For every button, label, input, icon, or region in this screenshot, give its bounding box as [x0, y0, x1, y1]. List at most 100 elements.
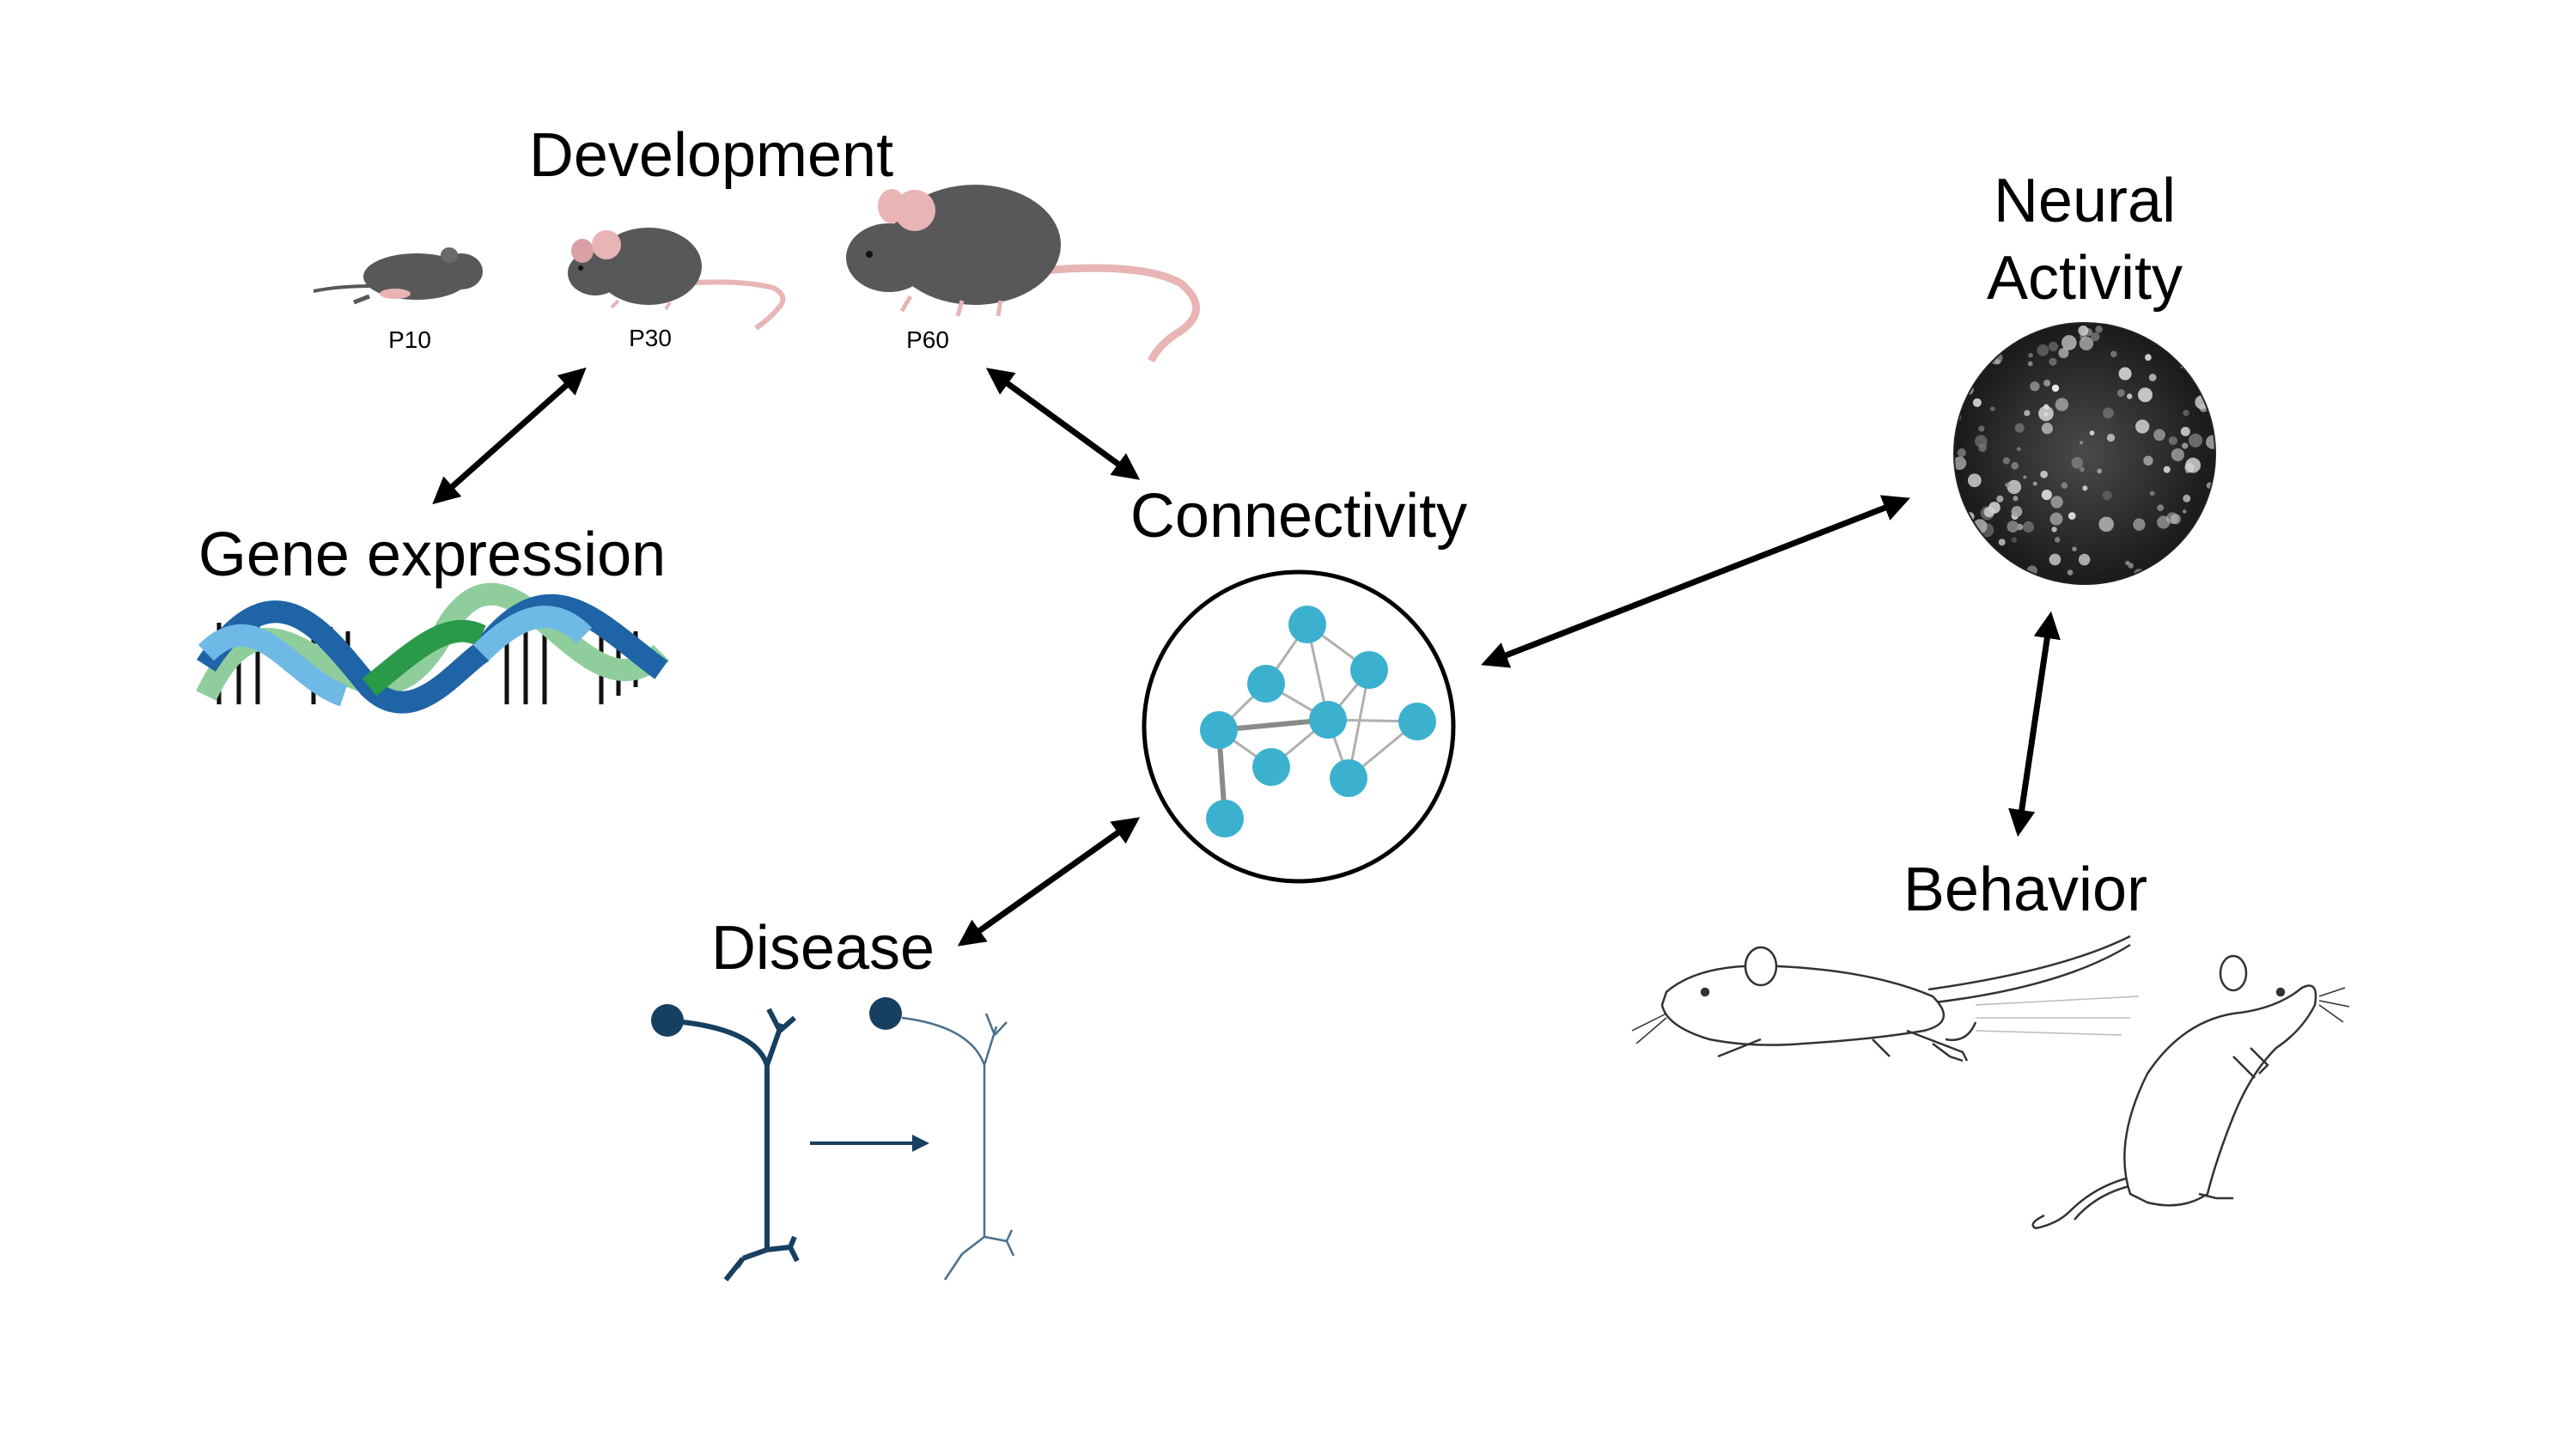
micrograph-cell: [1978, 425, 1985, 432]
mouse-p10-icon: [313, 247, 483, 305]
micrograph-cell: [2180, 426, 2190, 436]
age-label-p10: P10: [388, 326, 431, 353]
micrograph-cell: [1954, 353, 1962, 361]
arrow-disease-connectivity: [957, 817, 1141, 947]
micrograph-cell: [2050, 496, 2063, 508]
micrograph-cell: [2022, 521, 2035, 533]
micrograph-cell: [2106, 433, 2116, 442]
micrograph-cell: [2032, 481, 2037, 486]
micrograph-cell: [2148, 374, 2157, 381]
micrograph-cell: [2171, 447, 2184, 462]
neural-activity-label-line1: Neural: [1994, 167, 2176, 235]
micrograph-cell: [2067, 512, 2076, 520]
micrograph-cell: [2041, 423, 2053, 435]
micrograph-cell: [2080, 441, 2084, 445]
micrograph-cell: [1989, 575, 1994, 580]
micrograph-cell: [2071, 457, 2084, 469]
micrograph-cell: [2184, 462, 2195, 473]
arrow-development-gene-expression: [432, 367, 587, 505]
mouse-rearing-icon: [2031, 954, 2350, 1230]
micrograph-cell: [2133, 518, 2146, 531]
neuron-healthy-icon: [651, 1004, 800, 1282]
neural-activity-micrograph-icon: [1953, 322, 2216, 585]
micrograph-cell: [2011, 537, 2018, 543]
micrograph-cell: [2028, 352, 2033, 358]
age-label-p30: P30: [629, 325, 672, 351]
micrograph-cell: [2199, 524, 2214, 539]
disease-label: Disease: [711, 914, 935, 983]
mouse-p30-icon: [568, 228, 786, 331]
micrograph-cell: [2013, 496, 2019, 502]
micrograph-cell: [2023, 475, 2027, 479]
micrograph-cell: [1990, 342, 2002, 353]
micrograph-cell: [2098, 516, 2114, 533]
micrograph-cell: [1967, 473, 1982, 488]
micrograph-cell: [1954, 456, 1967, 471]
mouse-running-icon: [1631, 935, 2140, 1062]
micrograph-cell: [2007, 479, 2022, 495]
micrograph-cell: [2002, 457, 2011, 465]
micrograph-cell: [2196, 342, 2205, 350]
micrograph-cell: [2054, 537, 2061, 543]
micrograph-cell: [2182, 509, 2187, 514]
micrograph-cell: [2089, 430, 2095, 435]
micrograph-cell: [2049, 357, 2057, 366]
micrograph-cell: [2157, 579, 2163, 584]
age-label-p60: P60: [906, 326, 949, 353]
micrograph-cell: [1957, 447, 1966, 458]
micrograph-cell: [2183, 409, 2189, 417]
micrograph-cell: [2082, 485, 2088, 491]
micrograph-cell: [2027, 361, 2033, 367]
micrograph-cell: [2041, 490, 2052, 501]
micrograph-cell: [2110, 350, 2117, 357]
micrograph-cell: [2051, 384, 2060, 393]
micrograph-cell: [2122, 323, 2128, 327]
micrograph-cell: [2135, 419, 2150, 434]
micrograph-cell: [2200, 557, 2214, 572]
micrograph-cell: [2208, 390, 2214, 394]
micrograph-cell: [1998, 539, 2006, 546]
micrograph-cell: [2213, 325, 2215, 329]
micrograph-cell: [2137, 387, 2153, 403]
dna-helix-icon: [196, 582, 670, 714]
micrograph-cell: [2055, 398, 2069, 411]
connectivity-label: Connectivity: [1130, 482, 1467, 551]
micrograph-cell: [1976, 356, 1981, 360]
micrograph-cell: [2163, 466, 2171, 473]
micrograph-cell: [1972, 338, 1979, 344]
neuron-degenerated-icon: [869, 997, 1015, 1281]
micrograph-cell: [2097, 468, 2103, 474]
micrograph-cell: [2210, 492, 2215, 498]
micrograph-cell: [1973, 331, 1982, 340]
behavior-label: Behavior: [1903, 855, 2147, 924]
connection-arrows: [432, 367, 2061, 947]
neural-activity-label-line2: Activity: [1987, 244, 2183, 313]
mouse-p60-icon: [846, 185, 1200, 363]
micrograph-cell: [1972, 398, 1982, 407]
micrograph-cell: [2143, 455, 2153, 466]
micrograph-cell: [2016, 447, 2021, 452]
micrograph-cell: [2078, 553, 2091, 566]
micrograph-cell: [2153, 429, 2165, 441]
micrograph-cell: [2144, 354, 2152, 361]
micrograph-cell: [2149, 490, 2155, 496]
micrograph-cell: [2005, 482, 2010, 488]
micrograph-cell: [1992, 328, 2008, 344]
micrograph-cell: [2043, 379, 2051, 387]
micrograph-cell: [1975, 435, 1988, 448]
micrograph-cell: [2191, 363, 2198, 370]
micrograph-cell: [2095, 326, 2103, 333]
micrograph-cell: [2196, 528, 2206, 537]
micrograph-cell: [1989, 406, 1995, 411]
micrograph-cell: [1991, 323, 2003, 329]
micrograph-cell: [2128, 563, 2134, 569]
micrograph-cell: [2135, 323, 2142, 330]
micrograph-cell: [2072, 546, 2077, 551]
micrograph-cell: [2168, 435, 2177, 446]
micrograph-cell: [2207, 323, 2213, 327]
micrograph-cell: [2206, 435, 2215, 449]
micrograph-cell: [2103, 407, 2114, 419]
arrow-connectivity-neural-activity: [1481, 495, 1910, 668]
micrograph-cell: [1996, 495, 2004, 502]
micrograph-cell: [2157, 515, 2171, 529]
